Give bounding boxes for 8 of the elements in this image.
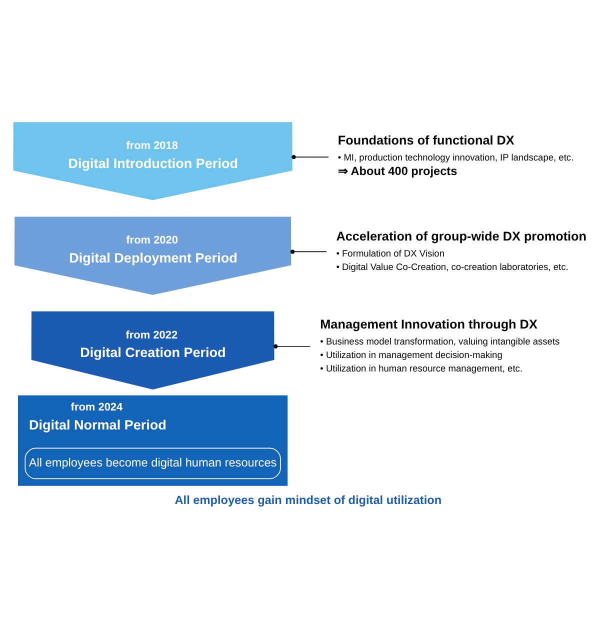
connector <box>290 249 328 254</box>
connector <box>274 344 311 348</box>
node-text: Acceleration of group-wide DX promotion • Formulation of DX Vision • Digital Value Co-Creation, co-creation laboratories, etc. <box>336 229 587 272</box>
caption: All employees gain mindset of digital utilization <box>174 492 442 507</box>
node-box: All employees become digital human resources <box>24 447 281 479</box>
connector <box>292 154 329 159</box>
node-text: Management Innovation through DX • Business model transformation, valuing intangible assets • Utilization in management decision-making • Utilization in human resource management, etc. <box>320 317 560 374</box>
node-text: Foundations of functional DX • MI, production technology innovation, IP landscape, etc. ⇒ About 400 projects <box>338 132 574 178</box>
